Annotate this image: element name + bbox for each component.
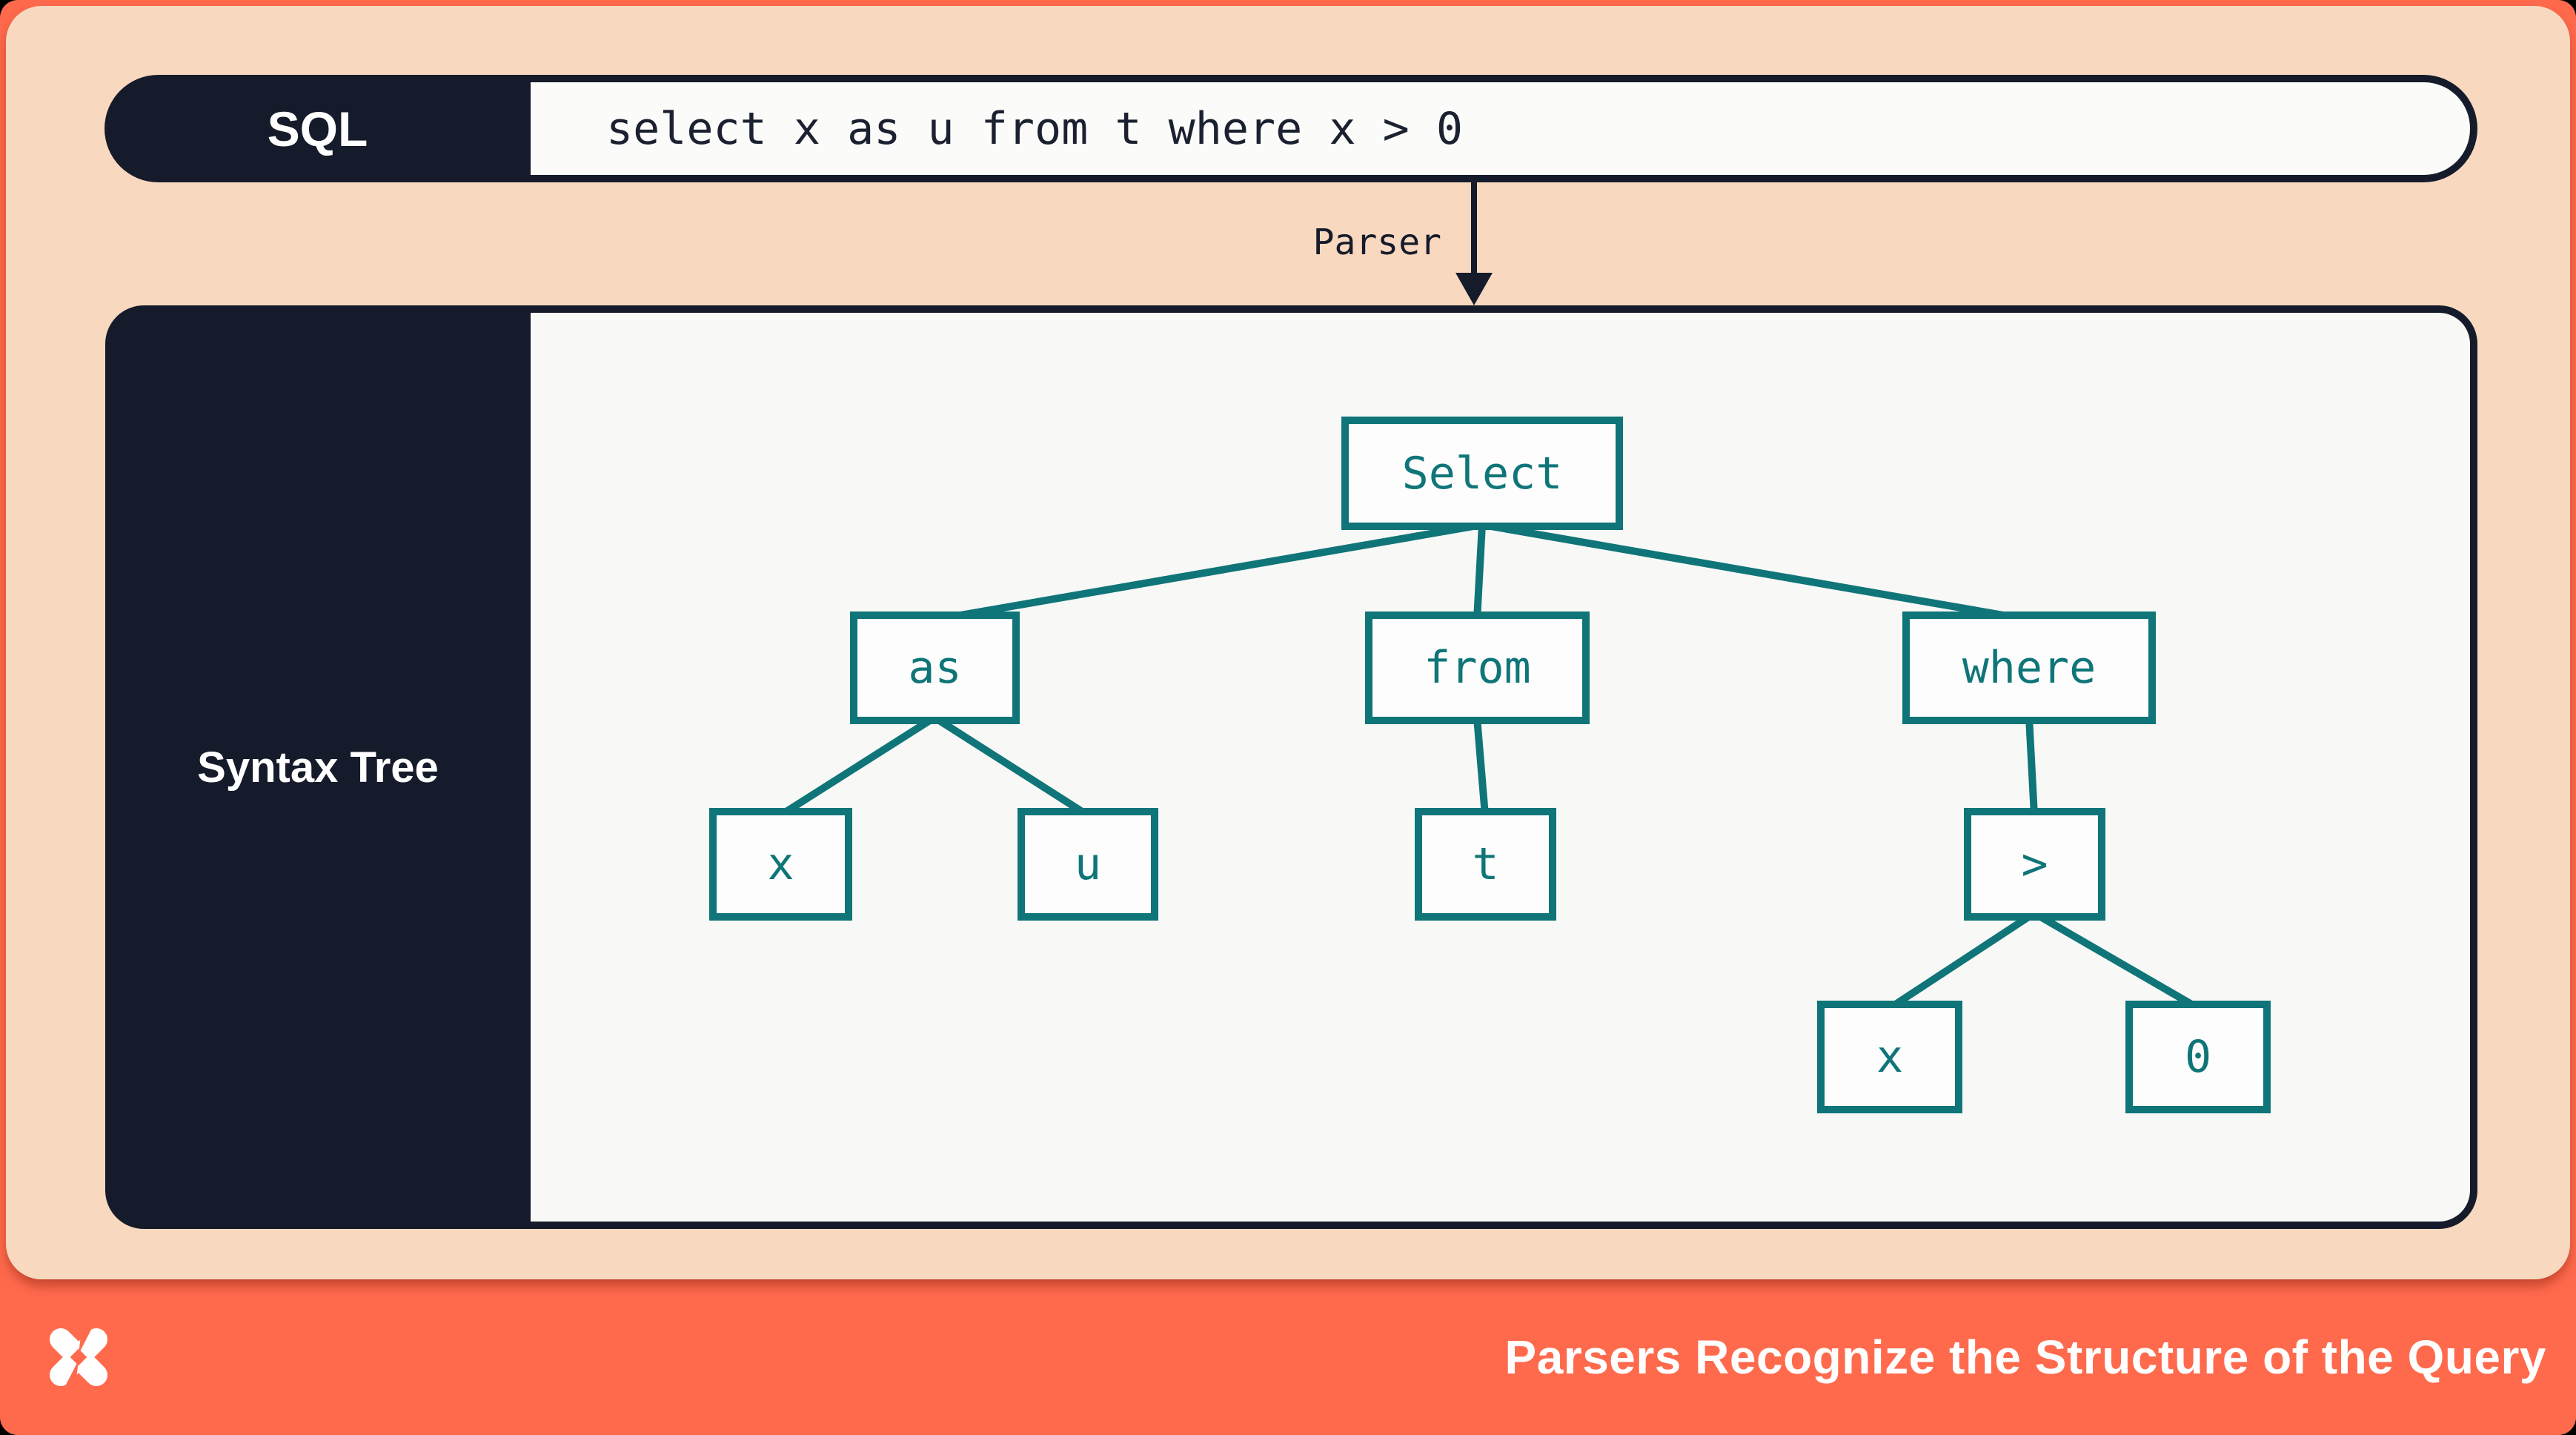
dx-logo-icon	[50, 1323, 107, 1391]
tree-node-select: Select	[1341, 417, 1623, 530]
tree-node-zero: 0	[2125, 1001, 2271, 1113]
tree-node-x-cond: x	[1817, 1001, 1962, 1113]
footer-bar: Parsers Recognize the Structure of the Q…	[0, 1279, 2576, 1435]
tree-node-as: as	[850, 612, 1020, 724]
parser-label: Parser	[1312, 222, 1441, 263]
parser-arrow-head-icon	[1455, 273, 1493, 305]
footer-caption: Parsers Recognize the Structure of the Q…	[1504, 1330, 2546, 1384]
tree-node-u: u	[1018, 808, 1158, 921]
sql-query-box: select x as u from t where x > 0	[531, 82, 2470, 175]
tree-node-where: where	[1902, 612, 2156, 724]
tree-node-gt: >	[1964, 808, 2105, 921]
tree-node-t: t	[1415, 808, 1556, 921]
sql-label: SQL	[267, 101, 368, 156]
parser-arrow-line	[1471, 182, 1477, 274]
tree-node-x-alias: x	[709, 808, 852, 921]
tree-node-from: from	[1365, 612, 1590, 724]
sql-query-text: select x as u from t where x > 0	[606, 102, 1463, 155]
syntax-tree-label: Syntax Tree	[197, 743, 439, 792]
